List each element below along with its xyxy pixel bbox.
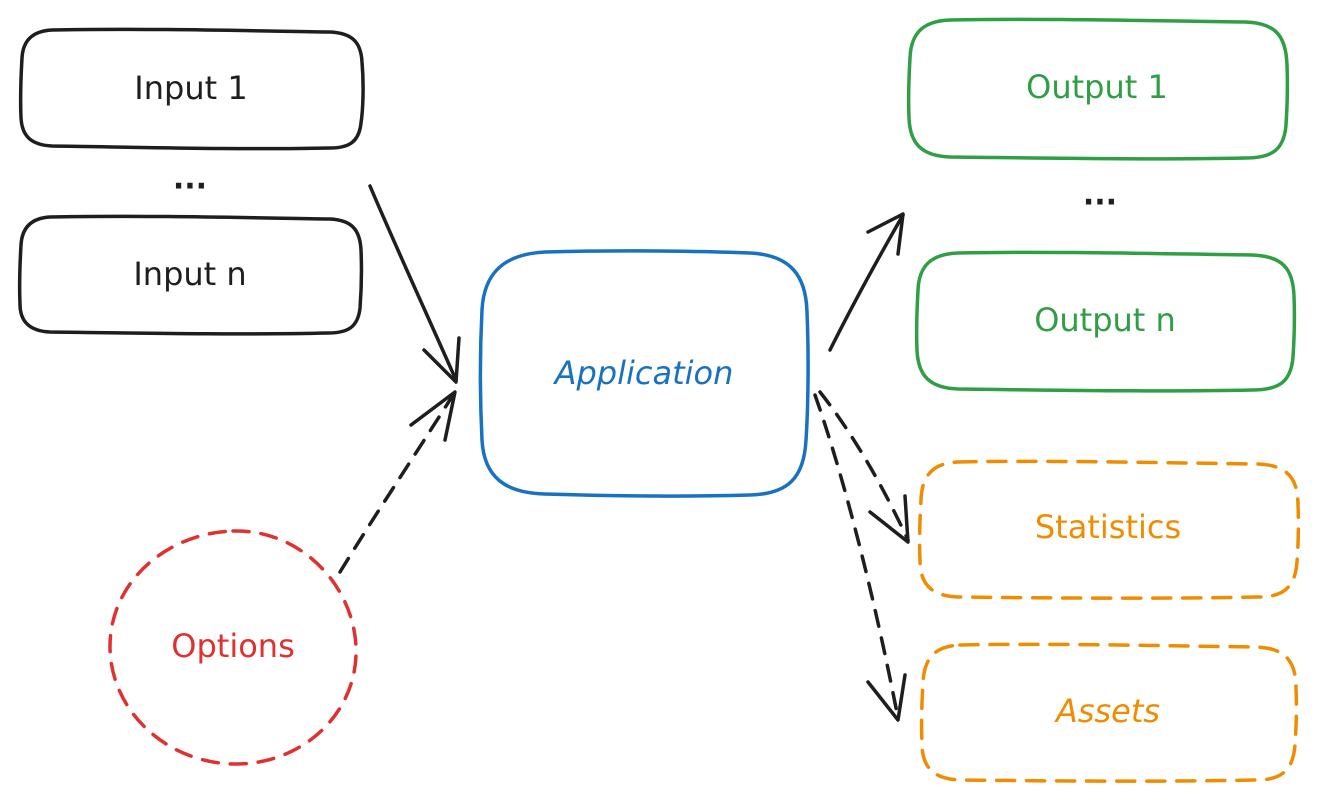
application-node: Application [478,249,810,498]
assets-node: Assets [919,642,1299,783]
input-n-box [17,214,364,336]
assets-box [919,642,1299,783]
arrow-inputs-to-application [368,184,461,384]
output-n-label: Output n [1034,301,1176,339]
arrow-application-to-assets [813,393,907,722]
inputs-ellipsis: ... [173,162,207,197]
outputs-ellipsis: ... [1083,178,1117,213]
options-node: Options [108,529,358,766]
input-n-label: Input n [133,255,246,293]
output-n-box [914,250,1297,393]
arrow-options-to-application [338,390,457,574]
output-n-node: Output n [914,250,1297,393]
output-1-label: Output 1 [1026,68,1168,106]
application-box [478,249,810,498]
application-label: Application [553,354,734,392]
output-1-box [906,17,1290,161]
statistics-label: Statistics [1035,508,1181,546]
input-1-label: Input 1 [134,69,247,107]
arrow-application-to-outputs [828,212,905,352]
options-label: Options [171,627,294,665]
statistics-box [917,459,1301,600]
input-1-box [18,27,365,151]
assets-label: Assets [1054,692,1160,730]
output-1-node: Output 1 [906,17,1290,161]
input-n-node: Input n [17,214,364,336]
input-1-node: Input 1 [18,27,365,151]
statistics-node: Statistics [917,459,1301,600]
options-circle [108,529,358,766]
arrow-application-to-statistics [818,390,910,544]
